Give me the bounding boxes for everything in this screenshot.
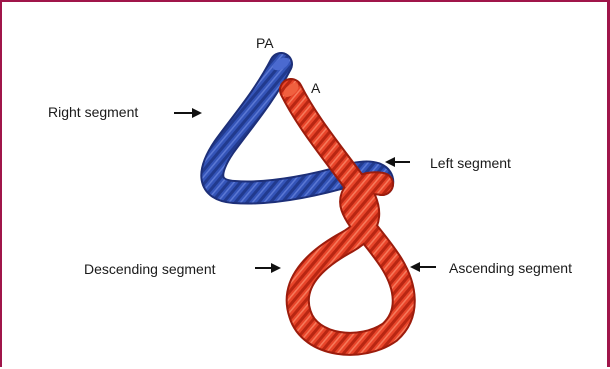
descending-segment-label: Descending segment xyxy=(84,261,216,277)
ascending-segment-arrow xyxy=(410,262,436,272)
right-segment-arrow xyxy=(174,108,202,118)
a-label: A xyxy=(311,80,321,96)
pa-label: PA xyxy=(256,35,274,51)
right-segment-label: Right segment xyxy=(48,104,138,120)
left-segment-label: Left segment xyxy=(430,155,511,171)
left-segment-arrow xyxy=(385,157,410,167)
ascending-segment-label: Ascending segment xyxy=(449,260,572,276)
red-rope xyxy=(281,80,414,354)
red-rope-end xyxy=(283,83,299,97)
blue-rope-end xyxy=(272,57,290,71)
descending-segment-arrow xyxy=(255,263,281,273)
